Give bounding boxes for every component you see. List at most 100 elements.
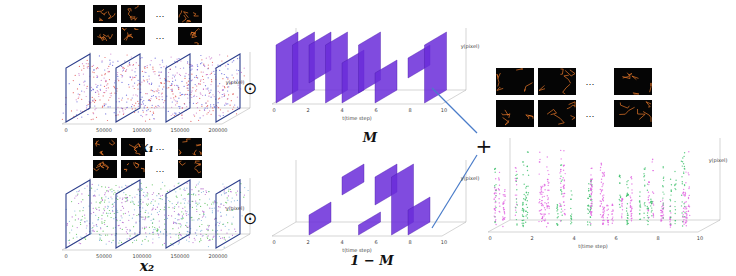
- event-point: [162, 99, 163, 100]
- event-point: [190, 121, 191, 122]
- event-point: [102, 107, 103, 108]
- event-point: [123, 113, 124, 114]
- event-point: [142, 189, 143, 190]
- event-point: [79, 243, 80, 244]
- event-point: [157, 228, 158, 229]
- mixed-event-point: [591, 168, 592, 169]
- mixed-event-point: [556, 223, 557, 224]
- event-edges: [191, 29, 200, 44]
- event-point: [135, 223, 136, 224]
- axis-edge: [90, 178, 250, 234]
- mixed-event-point: [563, 201, 564, 202]
- event-point: [122, 222, 123, 223]
- mixed-event-point: [494, 185, 495, 186]
- event-point: [199, 226, 200, 227]
- event-point: [158, 90, 159, 91]
- event-point: [203, 212, 204, 213]
- mixed-event-point: [523, 209, 524, 210]
- mixed-event-point: [560, 169, 561, 170]
- event-point: [113, 240, 114, 241]
- event-point: [69, 232, 70, 233]
- mixed-event-point: [503, 203, 504, 204]
- event-point: [227, 110, 228, 111]
- event-point: [183, 213, 184, 214]
- mixed-event-point: [622, 199, 623, 200]
- event-point: [166, 197, 167, 198]
- event-point: [104, 105, 105, 106]
- mixed-event-point: [522, 220, 523, 221]
- mixed-event-point: [563, 150, 564, 151]
- event-point: [126, 70, 127, 71]
- mixed-event-point: [516, 174, 517, 175]
- event-point: [101, 201, 102, 202]
- event-point: [208, 229, 209, 230]
- event-point: [248, 190, 249, 191]
- event-point: [86, 88, 87, 89]
- mixed-event-point: [547, 179, 548, 180]
- event-point: [145, 217, 146, 218]
- event-point: [223, 224, 224, 225]
- event-point: [162, 96, 163, 97]
- mixed-event-point: [589, 222, 590, 223]
- event-point: [214, 202, 215, 203]
- event-point: [72, 226, 73, 227]
- mixed-event-point: [608, 214, 609, 215]
- event-point: [172, 101, 173, 102]
- event-point: [105, 187, 106, 188]
- mixed-event-point: [516, 201, 517, 202]
- event-point: [135, 108, 136, 109]
- mixed-event-point: [608, 220, 609, 221]
- mixed-event-point: [622, 209, 623, 210]
- event-point: [206, 106, 207, 107]
- mixed-event-point: [541, 200, 542, 201]
- event-point: [94, 69, 95, 70]
- mixed-event-point: [523, 210, 524, 211]
- event-point: [152, 184, 153, 185]
- event-point: [225, 65, 226, 66]
- event-point: [122, 68, 123, 69]
- event-point: [164, 209, 165, 210]
- event-point: [147, 205, 148, 206]
- mixed-event-point: [528, 192, 529, 193]
- event-point: [158, 75, 159, 76]
- event-point: [149, 119, 150, 120]
- event-point: [143, 192, 144, 193]
- event-point: [203, 213, 204, 214]
- mixed-event-point: [560, 150, 561, 151]
- event-point: [180, 226, 181, 227]
- event-point: [236, 113, 237, 114]
- event-points: [62, 54, 691, 249]
- mixed-event-point: [495, 172, 496, 173]
- mixed-event-point: [591, 198, 592, 199]
- event-point: [73, 92, 74, 93]
- event-point: [174, 211, 175, 212]
- mixed-event-point: [565, 173, 566, 174]
- event-frame: [178, 27, 202, 45]
- event-point: [107, 215, 108, 216]
- event-point: [206, 74, 207, 75]
- event-point: [213, 110, 214, 111]
- event-point: [151, 209, 152, 210]
- mixed-event-point: [608, 224, 609, 225]
- event-point: [144, 80, 145, 81]
- event-point: [124, 68, 125, 69]
- event-point: [169, 190, 170, 191]
- mixed-event-point: [600, 200, 601, 201]
- mixed-event-point: [630, 211, 631, 212]
- event-point: [237, 73, 238, 74]
- event-point: [175, 80, 176, 81]
- event-point: [109, 79, 110, 80]
- mixed-event-point: [564, 205, 565, 206]
- mixed-event-point: [560, 169, 561, 170]
- event-point: [129, 195, 130, 196]
- event-point: [226, 233, 227, 234]
- event-point: [167, 218, 168, 219]
- event-point: [81, 219, 82, 220]
- mixed-event-point: [602, 209, 603, 210]
- event-point: [146, 114, 147, 115]
- mixed-event-point: [602, 176, 603, 177]
- event-point: [202, 211, 203, 212]
- event-point: [130, 235, 131, 236]
- mixed-event-point: [542, 218, 543, 219]
- mixed-event-point: [612, 223, 613, 224]
